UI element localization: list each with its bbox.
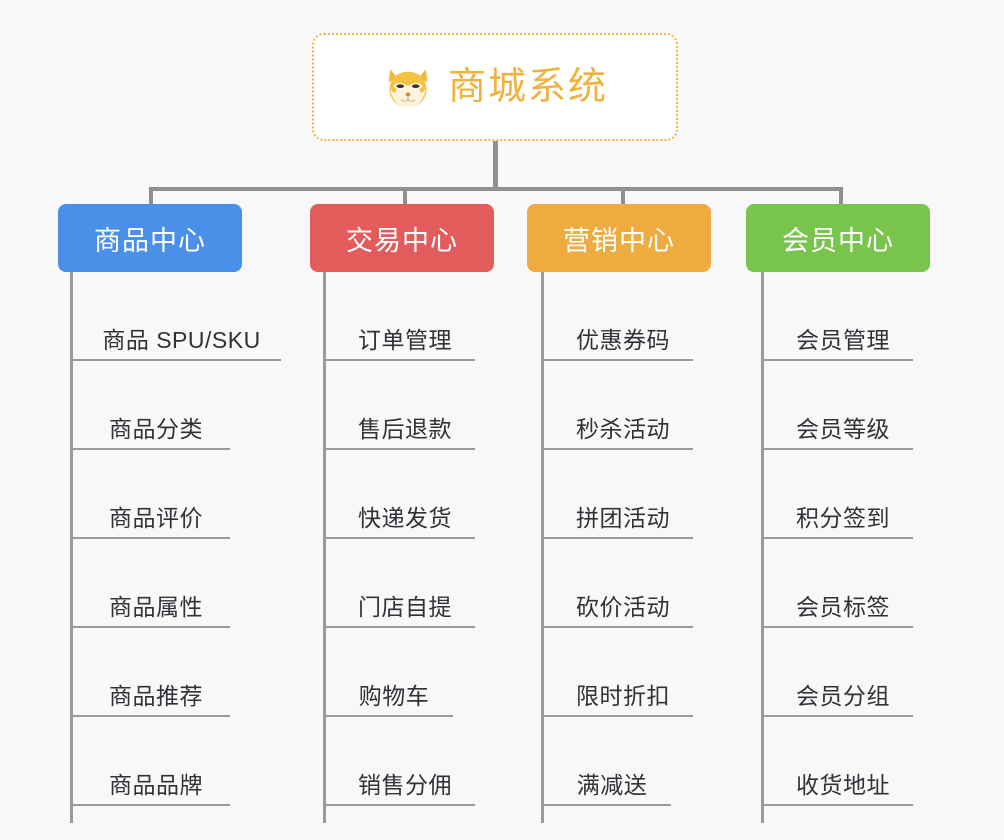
leaf-label: 秒杀活动 — [576, 416, 670, 443]
leaf-item[interactable]: 快递发货 — [323, 450, 475, 539]
leaf-label: 购物车 — [358, 683, 430, 710]
leaf-item[interactable]: 满减送 — [541, 717, 671, 806]
branch-label-4: 会员中心 — [782, 225, 894, 256]
leaf-spine-1 — [70, 272, 73, 823]
branch-node-3[interactable]: 营销中心 — [527, 204, 711, 272]
shiba-dog-icon — [388, 69, 428, 108]
leaf-item[interactable]: 会员等级 — [761, 361, 913, 450]
leaf-label: 商品 SPU/SKU — [102, 327, 261, 354]
leaf-label: 会员管理 — [796, 327, 890, 354]
leaf-item[interactable]: 商品分类 — [70, 361, 230, 450]
leaf-item[interactable]: 会员管理 — [761, 272, 913, 361]
leaf-item[interactable]: 优惠券码 — [541, 272, 693, 361]
leaf-item[interactable]: 商品品牌 — [70, 717, 230, 806]
leaf-label: 优惠券码 — [576, 327, 670, 354]
leaf-label: 收货地址 — [796, 772, 890, 799]
leaf-label: 门店自提 — [358, 594, 452, 621]
connector-drop-2 — [403, 187, 407, 206]
leaf-item[interactable]: 秒杀活动 — [541, 361, 693, 450]
leaf-spine-3 — [541, 272, 544, 823]
leaf-item[interactable]: 会员标签 — [761, 539, 913, 628]
leaf-item[interactable]: 订单管理 — [323, 272, 475, 361]
leaf-label: 商品评价 — [109, 505, 203, 532]
leaf-item[interactable]: 会员分组 — [761, 628, 913, 717]
leaf-label: 快递发货 — [358, 505, 452, 532]
branch-label-2: 交易中心 — [346, 225, 458, 256]
connector-drop-3 — [621, 187, 625, 206]
leaf-item[interactable]: 限时折扣 — [541, 628, 693, 717]
leaf-label: 会员分组 — [796, 683, 890, 710]
leaf-label: 砍价活动 — [576, 594, 670, 621]
leaf-label: 销售分佣 — [358, 772, 452, 799]
leaf-item[interactable]: 商品属性 — [70, 539, 230, 628]
branch-node-2[interactable]: 交易中心 — [310, 204, 494, 272]
leaf-item[interactable]: 购物车 — [323, 628, 453, 717]
leaf-label: 限时折扣 — [576, 683, 670, 710]
branch-label-3: 营销中心 — [563, 225, 675, 256]
leaf-item[interactable]: 售后退款 — [323, 361, 475, 450]
root-title: 商城系统 — [447, 66, 608, 108]
connector-bus — [149, 187, 843, 191]
leaf-label: 拼团活动 — [576, 505, 670, 532]
connector-drop-1 — [149, 187, 153, 206]
leaf-label: 会员标签 — [796, 594, 890, 621]
leaf-item[interactable]: 收货地址 — [761, 717, 913, 806]
branch-node-1[interactable]: 商品中心 — [58, 204, 242, 272]
connector-drop-4 — [839, 187, 843, 206]
leaf-label: 商品推荐 — [109, 683, 203, 710]
leaf-item[interactable]: 积分签到 — [761, 450, 913, 539]
leaf-item[interactable]: 拼团活动 — [541, 450, 693, 539]
branch-node-4[interactable]: 会员中心 — [746, 204, 930, 272]
leaf-label: 售后退款 — [358, 416, 452, 443]
connector-root-stem — [493, 141, 498, 191]
leaf-item[interactable]: 商品评价 — [70, 450, 230, 539]
leaf-label: 商品分类 — [109, 416, 203, 443]
leaf-item[interactable]: 商品 SPU/SKU — [70, 272, 281, 361]
leaf-item[interactable]: 销售分佣 — [323, 717, 475, 806]
leaf-label: 会员等级 — [796, 416, 890, 443]
leaf-spine-2 — [323, 272, 326, 823]
leaf-spine-4 — [761, 272, 764, 823]
leaf-label: 积分签到 — [796, 505, 890, 532]
leaf-label: 商品属性 — [109, 594, 203, 621]
leaf-item[interactable]: 商品推荐 — [70, 628, 230, 717]
leaf-item[interactable]: 砍价活动 — [541, 539, 693, 628]
leaf-label: 订单管理 — [358, 327, 452, 354]
leaf-item[interactable]: 门店自提 — [323, 539, 475, 628]
leaf-label: 满减送 — [576, 772, 648, 799]
leaf-label: 商品品牌 — [109, 772, 203, 799]
root-node[interactable]: 商城系统 — [312, 33, 678, 141]
branch-label-1: 商品中心 — [94, 225, 206, 256]
